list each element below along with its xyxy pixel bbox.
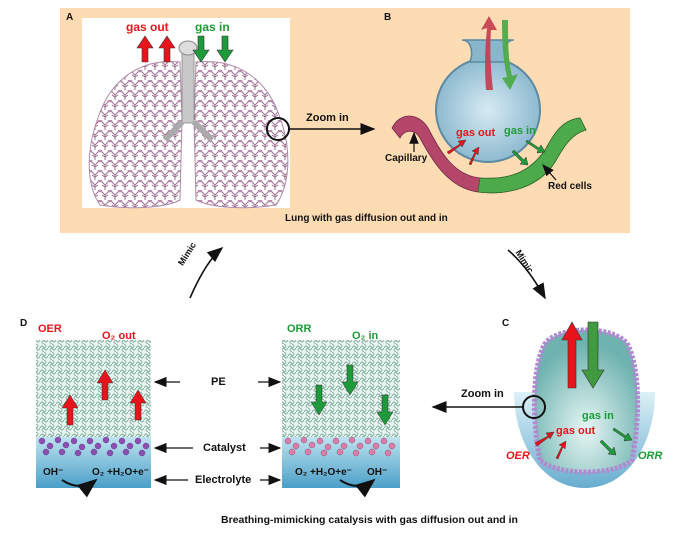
c-gas-in-label: gas in [582, 410, 614, 422]
orr-reaction-arrow [339, 478, 376, 498]
oer-electrolyte [36, 437, 151, 488]
panel-a-arrows [136, 35, 234, 63]
pe-label: PE [211, 376, 226, 388]
electrode-cup [531, 327, 641, 475]
oer-electrode [36, 340, 151, 488]
d-orr-label: ORR [287, 323, 312, 335]
c-gas-out-small-2 [555, 440, 567, 460]
catalyst-label: Catalyst [203, 442, 246, 454]
orr-catalyst-particles [284, 436, 396, 457]
c-gas-in-small-1 [612, 427, 633, 442]
b-gas-in-arrow [502, 20, 518, 90]
b-gas-out-arrow [481, 16, 497, 90]
b-gas-in-small-1 [525, 139, 546, 154]
o2-in-label: O₂ in [352, 330, 379, 342]
b-gas-out-small-2 [468, 146, 480, 166]
c-gas-out-small-1 [534, 431, 555, 447]
c-gas-in-arrow [581, 321, 605, 389]
mimic-arrow-right [507, 249, 546, 300]
c-gas-in-small-2 [599, 439, 617, 456]
panel-a-letter: A [66, 12, 74, 23]
b-gas-out-small-1 [446, 139, 467, 155]
o2-out-label: O₂ out [102, 330, 136, 342]
lung-illustration [88, 40, 289, 209]
breathing-electrode-illustration [514, 321, 655, 488]
panel-c-letter: C [502, 318, 510, 329]
c-gas-out-label: gas out [556, 425, 596, 437]
trachea [181, 47, 195, 124]
b-gas-out-label: gas out [456, 127, 496, 139]
red-cells-pointer [542, 164, 557, 181]
panel-b-letter: B [384, 12, 392, 23]
oer-o2-arrows [61, 369, 147, 426]
bottom-caption: Breathing-mimicking catalysis with gas d… [221, 514, 518, 526]
gas-in-arrow-1 [192, 35, 210, 63]
alveolus-illustration [391, 16, 587, 194]
top-caption: Lung with gas diffusion out and in [285, 213, 448, 224]
orr-oh-species: OH⁻ [367, 467, 388, 478]
a-gas-in-label: gas in [195, 20, 230, 34]
c-oer-label: OER [506, 450, 530, 462]
oer-catalyst-particles [38, 436, 150, 457]
red-cells-label: Red cells [548, 181, 592, 192]
oer-product-species: O₂ +H₂O+e⁻ [92, 467, 149, 478]
b-gas-in-label: gas in [504, 125, 536, 137]
left-lung [88, 61, 183, 209]
d-oer-label: OER [38, 323, 62, 335]
orr-reactant-species: O₂ +H₂O+e⁻ [295, 467, 352, 478]
zoom-in-label-bottom: Zoom in [461, 388, 504, 400]
c-orr-label: ORR [638, 450, 663, 462]
oer-reaction-arrow [61, 478, 98, 498]
orr-o2-arrows [310, 364, 394, 426]
electrolyte-label: Electrolyte [195, 474, 252, 486]
gas-out-arrow-1 [136, 35, 154, 63]
capillary-label: Capillary [385, 153, 428, 164]
zoom-in-label-top: Zoom in [306, 112, 349, 124]
a-gas-out-label: gas out [126, 20, 169, 34]
panel-d-letter: D [20, 318, 28, 329]
mimic-arrow-left [189, 246, 224, 299]
gas-out-arrow-2 [158, 35, 176, 63]
b-gas-in-small-2 [511, 149, 529, 166]
oer-oh-species: OH⁻ [43, 467, 64, 478]
gas-in-arrow-2 [216, 35, 234, 63]
c-gas-out-arrow [561, 321, 583, 389]
right-lung [193, 61, 289, 209]
